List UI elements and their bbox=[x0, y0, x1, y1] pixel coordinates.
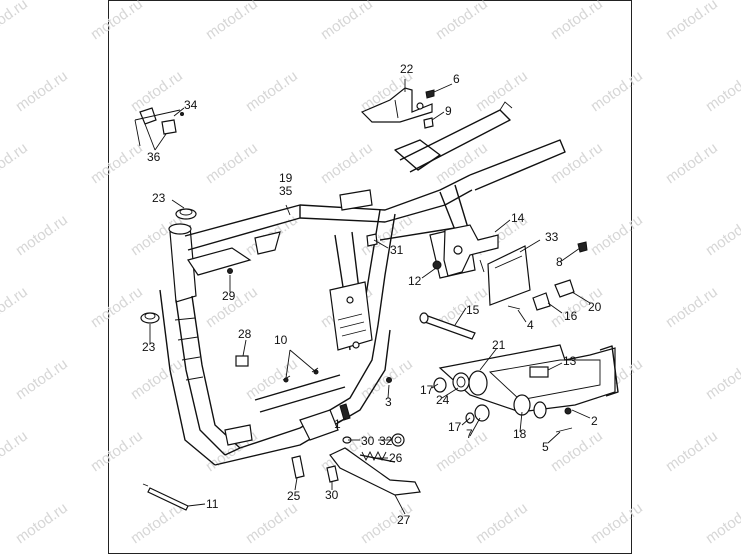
pivot-shaft bbox=[419, 312, 476, 340]
callout-2: 2 bbox=[591, 414, 598, 428]
callout-26: 26 bbox=[389, 451, 403, 465]
callout-27: 27 bbox=[397, 513, 411, 527]
watermark-text: motod.ru bbox=[243, 67, 301, 115]
callout-24: 24 bbox=[436, 393, 450, 407]
watermark-text: motod.ru bbox=[88, 139, 146, 187]
watermark-text: motod.ru bbox=[588, 211, 646, 259]
callout-4: 4 bbox=[527, 318, 534, 332]
callout-23-bottom: 23 bbox=[142, 340, 156, 354]
watermark-text: motod.ru bbox=[0, 283, 31, 331]
wire-clips bbox=[235, 355, 319, 383]
callout-17-lower: 17 bbox=[448, 420, 462, 434]
mount-bracket bbox=[443, 224, 499, 277]
watermark-text: motod.ru bbox=[88, 283, 146, 331]
callout-17-upper: 17 bbox=[420, 383, 434, 397]
watermark-text: motod.ru bbox=[13, 211, 71, 259]
watermark-text: motod.ru bbox=[318, 139, 376, 187]
callout-28: 28 bbox=[238, 327, 252, 341]
watermark-text: motod.ru bbox=[243, 355, 301, 403]
watermark-text: motod.ru bbox=[703, 211, 741, 259]
callout-5: 5 bbox=[542, 440, 549, 454]
callout-14: 14 bbox=[511, 211, 525, 225]
callout-34: 34 bbox=[184, 98, 198, 112]
watermark-text: motod.ru bbox=[243, 499, 301, 547]
watermark-text: motod.ru bbox=[128, 355, 186, 403]
watermark-text: motod.ru bbox=[548, 427, 606, 475]
watermark-text: motod.ru bbox=[703, 499, 741, 547]
callout-30-upper: 30 bbox=[361, 434, 375, 448]
watermark-text: motod.ru bbox=[588, 499, 646, 547]
callout-32: 32 bbox=[379, 434, 393, 448]
callout-9: 9 bbox=[445, 104, 452, 118]
watermark-text: motod.ru bbox=[203, 0, 261, 43]
callout-12: 12 bbox=[408, 274, 422, 288]
watermark-text: motod.ru bbox=[0, 0, 31, 43]
watermark-text: motod.ru bbox=[703, 67, 741, 115]
watermark-text: motod.ru bbox=[203, 139, 261, 187]
watermark-text: motod.ru bbox=[433, 0, 491, 43]
grommets bbox=[140, 208, 197, 324]
callout-33: 33 bbox=[545, 230, 559, 244]
callout-21: 21 bbox=[492, 338, 506, 352]
watermark-text: motod.ru bbox=[663, 283, 721, 331]
watermark-text: motod.ru bbox=[433, 427, 491, 475]
watermark-text: motod.ru bbox=[433, 139, 491, 187]
callout-11: 11 bbox=[206, 497, 219, 511]
watermark-text: motod.ru bbox=[663, 0, 721, 43]
watermark-text: motod.ru bbox=[128, 499, 186, 547]
callout-10: 10 bbox=[274, 333, 288, 347]
swingarm bbox=[438, 344, 619, 419]
callout-15: 15 bbox=[466, 303, 480, 317]
watermark-text: motod.ru bbox=[13, 67, 71, 115]
callout-36: 36 bbox=[147, 150, 161, 164]
cable-tie bbox=[142, 483, 189, 511]
callout-30-lower: 30 bbox=[325, 488, 339, 502]
watermark-text: motod.ru bbox=[548, 139, 606, 187]
callout-25: 25 bbox=[287, 489, 301, 503]
diagram-frame bbox=[108, 0, 632, 554]
callout-31: 31 bbox=[390, 243, 404, 257]
callout-20: 20 bbox=[588, 300, 602, 314]
callout-18: 18 bbox=[513, 427, 527, 441]
watermark-text: motod.ru bbox=[88, 0, 146, 43]
watermark-text: motod.ru bbox=[13, 499, 71, 547]
callout-22: 22 bbox=[400, 62, 414, 76]
watermark-text: motod.ru bbox=[663, 139, 721, 187]
callout-29: 29 bbox=[222, 289, 236, 303]
callout-23-top: 23 bbox=[152, 191, 166, 205]
callout-35: 35 bbox=[279, 184, 293, 198]
pivot-bushings bbox=[433, 372, 490, 424]
watermark-text: motod.ru bbox=[0, 139, 31, 187]
watermark-text: motod.ru bbox=[13, 355, 71, 403]
watermark-text: motod.ru bbox=[703, 355, 741, 403]
watermark-text: motod.ru bbox=[88, 427, 146, 475]
watermark-text: motod.ru bbox=[588, 67, 646, 115]
watermark-text: motod.ru bbox=[548, 0, 606, 43]
watermark-text: motod.ru bbox=[0, 427, 31, 475]
callout-8: 8 bbox=[556, 255, 563, 269]
kickstand-assembly bbox=[291, 403, 421, 496]
callout-7: 7 bbox=[466, 427, 473, 441]
callout-6: 6 bbox=[453, 72, 460, 86]
leader-lines bbox=[144, 79, 591, 515]
watermark-text: motod.ru bbox=[128, 67, 186, 115]
callout-13: 13 bbox=[563, 354, 577, 368]
callout-16: 16 bbox=[564, 309, 578, 323]
watermark-text: motod.ru bbox=[318, 0, 376, 43]
callout-19: 19 bbox=[279, 171, 293, 185]
watermark-text: motod.ru bbox=[663, 427, 721, 475]
callout-labels: 22 6 9 34 36 19 35 23 29 23 28 10 31 12 … bbox=[142, 62, 602, 527]
callout-3: 3 bbox=[385, 395, 392, 409]
callout-1: 1 bbox=[334, 417, 341, 431]
switch-assembly bbox=[134, 107, 184, 147]
watermark-text: motod.ru bbox=[473, 499, 531, 547]
seat-bracket bbox=[360, 87, 435, 129]
side-cover-plate bbox=[487, 245, 531, 306]
small-fasteners bbox=[227, 233, 588, 433]
